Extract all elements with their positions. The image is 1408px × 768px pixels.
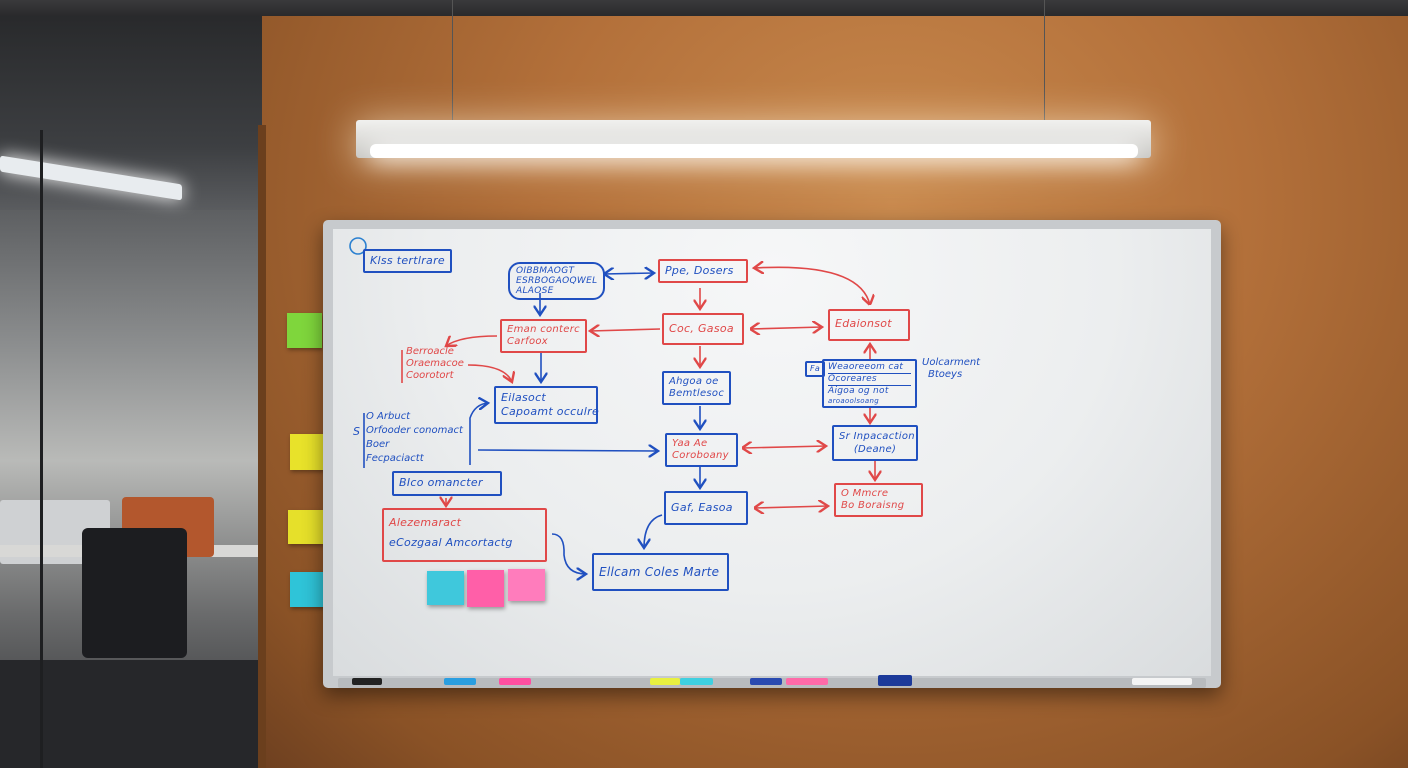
node-line: Yaa Ae	[672, 438, 708, 449]
node-line: O Mmcre	[841, 488, 889, 499]
fixture-wire	[452, 0, 453, 120]
node-line: Aigoa og not	[828, 386, 889, 396]
note-line: Oraemacoe	[406, 358, 464, 369]
node-line: Carfoox	[507, 336, 548, 347]
marker-pink[interactable]	[499, 678, 531, 685]
board-sticky-note-pink	[508, 569, 545, 601]
node-line: (Deane)	[853, 444, 897, 455]
marker-cyan[interactable]	[680, 678, 713, 685]
side-note: Uolcarment Btoeys	[922, 357, 980, 381]
glass-partition	[40, 130, 43, 768]
alez-node: Alezemaract eCozgaal Amcortactg	[382, 508, 547, 562]
light-tube	[370, 144, 1138, 158]
node-label: Ppe, Dosers	[665, 264, 734, 277]
marker-black[interactable]	[352, 678, 382, 685]
sticky-note-yellow	[290, 434, 324, 470]
blue-list-note: O Arbuct Orfooder conomact Boer Fecpacia…	[366, 410, 463, 466]
node-line: Weaoreeom cat	[828, 362, 911, 374]
marker-pink[interactable]	[786, 678, 828, 685]
node-line: Alezemaract	[389, 516, 462, 529]
coc-node: Coc, Gasoa	[662, 313, 744, 345]
ahgoa-node: Ahgoa oe Bemtlesoc	[662, 371, 732, 405]
note-line: Orfooder conomact	[366, 425, 463, 436]
note-line: Uolcarment	[922, 357, 981, 368]
ceiling	[0, 0, 1408, 16]
node-line: OIBBMAOGT	[516, 266, 575, 276]
marker-blue[interactable]	[444, 678, 476, 685]
node-line: Ahgoa oe	[669, 376, 719, 387]
marker-yellow[interactable]	[650, 678, 680, 685]
office-chair	[82, 528, 187, 658]
note-line: Coorotort	[406, 370, 454, 381]
ppe-node: Ppe, Dosers	[658, 259, 748, 283]
whiteboard-eraser[interactable]	[878, 675, 912, 686]
stacked-node: Weaoreeom cat Ocoreares Aigoa og not aro…	[822, 359, 917, 408]
note-line: O Arbuct	[366, 411, 411, 422]
mmcre-node: O Mmcre Bo Boraisng	[834, 483, 923, 517]
node-line: Ocoreares	[828, 374, 911, 386]
yaa-node: Yaa Ae Coroboany	[665, 433, 738, 467]
node-line: Capoamt occulre	[501, 405, 600, 418]
sr-node: Sr Inpacaction (Deane)	[832, 425, 918, 461]
sticky-note-cyan	[290, 572, 325, 607]
edaion-node: Edaionsot	[828, 309, 910, 341]
node-line: eCozgaal Amcortactg	[389, 536, 513, 549]
eman-node: Eman conterc Carfoox	[500, 319, 587, 353]
node-line: Sr Inpacaction	[839, 431, 915, 442]
bico-node: BIco omancter	[392, 471, 502, 496]
note-line: Fecpaciactt	[366, 453, 424, 464]
diagram-title-box: Klss tertlrare	[363, 249, 452, 273]
note-line: Boer	[366, 439, 390, 450]
gaf-node: Gaf, Easoa	[664, 491, 748, 525]
node-line: Bo Boraisng	[841, 500, 905, 511]
sticky-note-yellow	[288, 510, 323, 544]
marker-white[interactable]	[1132, 678, 1192, 685]
node-line: Coroboany	[672, 450, 729, 461]
sticky-note-green	[287, 313, 322, 348]
node-line: aroaoolsoang	[828, 397, 879, 405]
marker-navy[interactable]	[750, 678, 782, 685]
node-line: ESRBOGAOQWEL	[516, 276, 598, 286]
node-line: Eilasoct	[501, 391, 547, 404]
node-line: ALAOSE	[516, 286, 554, 296]
node-line: Bemtlesoc	[669, 388, 725, 399]
board-sticky-note-pink	[467, 570, 504, 607]
blue-list-mark: S	[353, 425, 360, 438]
source-node: OIBBMAOGT ESRBOGAOQWEL ALAOSE	[508, 262, 606, 300]
note-line: Btoeys	[928, 369, 963, 380]
eilas-node: Eilasoct Capoamt occulre	[494, 386, 600, 424]
board-sticky-note-cyan	[427, 571, 464, 605]
note-line: Berroacle	[406, 346, 454, 357]
floor	[0, 660, 262, 768]
red-list-note: Berroacle Oraemacoe Coorotort	[392, 346, 464, 382]
ellcam-node: Ellcam Coles Marte	[592, 553, 729, 591]
corner-doodle	[349, 237, 367, 255]
node-line: Eman conterc	[507, 324, 580, 335]
fixture-wire	[1044, 0, 1045, 120]
stack-tag: Fa	[805, 361, 826, 377]
wall-edge	[258, 125, 266, 768]
